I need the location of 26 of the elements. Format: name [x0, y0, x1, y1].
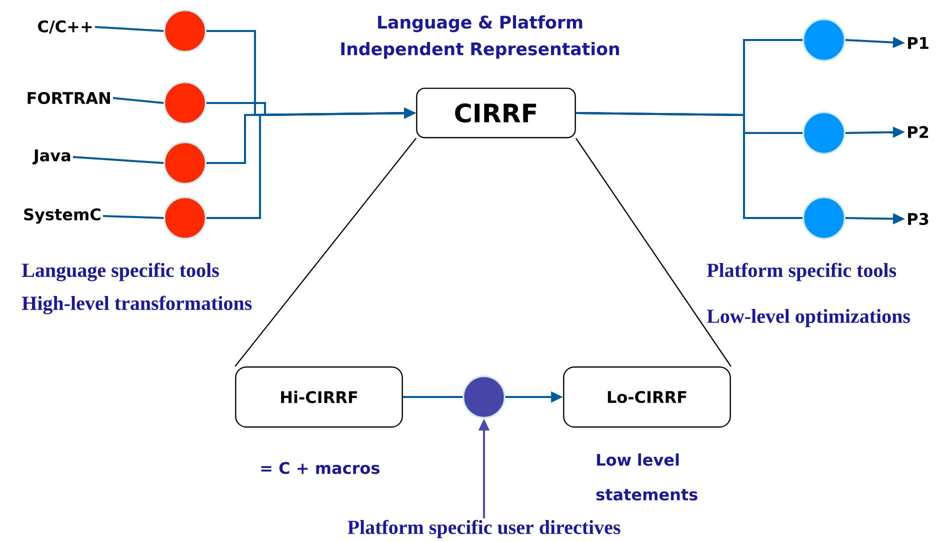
process-box: Hi-CIRRF [235, 366, 403, 428]
circle-node [164, 82, 206, 124]
circle-node [462, 376, 506, 418]
process-box: Lo-CIRRF [563, 366, 731, 428]
word-label: SystemC [24, 208, 100, 224]
word-label: C/C++ [38, 20, 92, 34]
caption-text: High-level transformations [22, 296, 252, 314]
note-text: = C + macros [261, 462, 380, 474]
circle-node [164, 142, 206, 184]
circle-node [802, 18, 846, 62]
caption-text: Language specific tools [22, 262, 219, 282]
circle-node [802, 112, 846, 154]
heading-text: Language & Platform Independent Representation [341, 15, 619, 59]
circle-node [802, 196, 846, 240]
word-label: FORTRAN [28, 92, 110, 104]
caption-text: Platform specific tools [706, 262, 896, 282]
output-label: P2 [908, 126, 928, 138]
word-label: Java [32, 150, 70, 164]
output-label: P3 [908, 212, 928, 226]
caption-text: Platform specific user directives [348, 520, 620, 538]
caption-text: Low-level optimizations [706, 308, 910, 328]
circle-node [164, 196, 206, 240]
process-box: CIRRF [416, 88, 576, 138]
note-text: Low level statements [596, 453, 698, 501]
output-label: P1 [908, 37, 928, 49]
circle-node [164, 10, 206, 52]
